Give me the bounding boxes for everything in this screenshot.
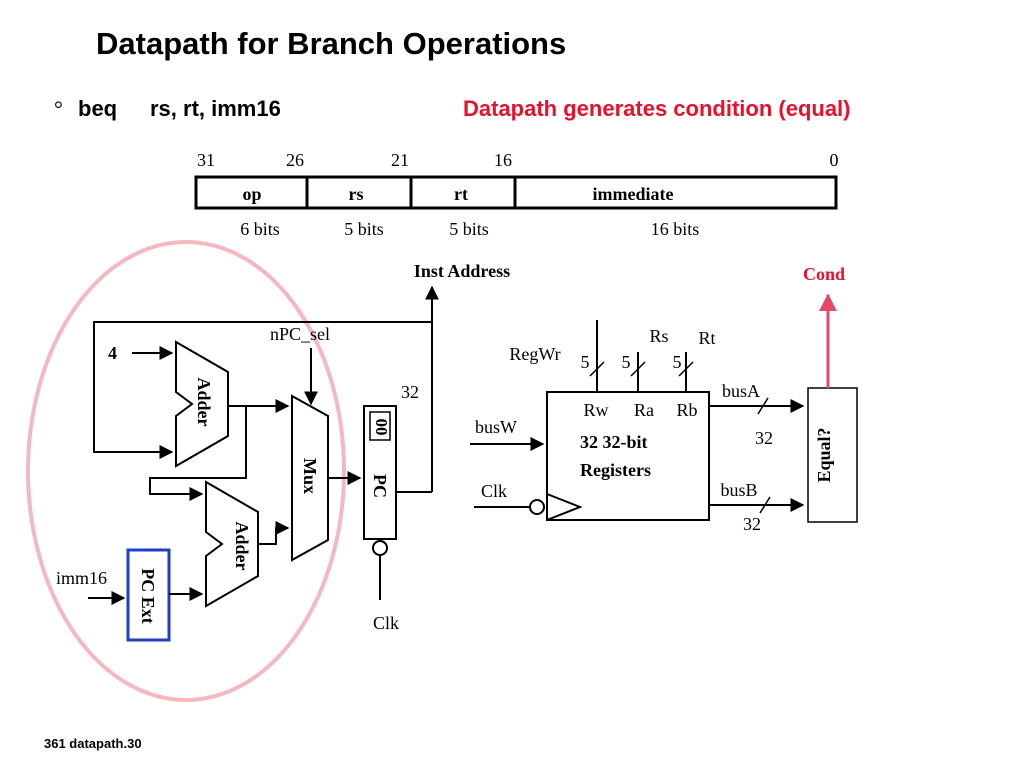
field-rs: rs — [349, 184, 364, 204]
pc-logic: 4 Adder Inst Address Adder imm16 PC Ext — [56, 261, 510, 642]
rw-width-label: 5 — [581, 352, 590, 372]
adder-bottom-label: Adder — [232, 522, 252, 571]
register-file-box — [546, 391, 710, 521]
register-file-title-1: 32 32-bit — [580, 432, 648, 452]
adder-top-shape — [175, 340, 229, 468]
pc-register — [363, 405, 397, 540]
npc-sel-label: nPC_sel — [270, 324, 330, 344]
bit-position-21: 21 — [391, 150, 409, 170]
regfile-clock-bubble — [529, 499, 545, 515]
field-op: op — [242, 184, 261, 204]
condition-note: Datapath generates condition (equal) — [463, 96, 851, 121]
pc-clock-bubble — [372, 540, 388, 556]
bit-position-26: 26 — [286, 150, 304, 170]
pc-clk-label: Clk — [373, 613, 399, 633]
pc-bus-width: 32 — [401, 382, 419, 402]
width-op: 6 bits — [240, 219, 280, 239]
field-immediate: immediate — [593, 184, 674, 204]
highlight-ellipse — [26, 240, 346, 702]
busa-label: busA — [722, 381, 760, 401]
pc-low-bits-box — [369, 411, 391, 441]
width-slash — [589, 361, 605, 377]
slide-footer: 361 datapath.30 — [44, 736, 142, 751]
register-file-title-2: Registers — [580, 460, 651, 480]
width-rt: 5 bits — [449, 219, 489, 239]
instruction-mnemonic: beq — [78, 96, 118, 121]
wire-adder-bottom-to-mux — [258, 521, 290, 545]
ra-width-label: 5 — [622, 352, 631, 372]
wire-to-adder-bottom — [149, 406, 247, 501]
cond-label: Cond — [803, 264, 845, 284]
adder-bottom-shape — [205, 480, 259, 608]
equal-label: Equal? — [814, 427, 834, 482]
busb-label: busB — [720, 480, 757, 500]
register-file: 5 5 5 RegWr Rs Rt Rw Ra Rb 32 32-bit Reg… — [470, 320, 805, 534]
adder-top-label: Adder — [194, 378, 214, 427]
bit-position-31: 31 — [197, 150, 215, 170]
rt-label: Rt — [698, 328, 715, 348]
comparator: Equal? Cond — [803, 264, 858, 523]
regfile-clock-triangle — [546, 493, 583, 521]
pc-low-bits: 00 — [372, 419, 391, 436]
port-ra: Ra — [634, 400, 654, 420]
width-slash — [630, 361, 646, 377]
wire-pc-feedback — [93, 321, 433, 492]
port-rb: Rb — [676, 400, 697, 420]
bit-position-0: 0 — [830, 150, 839, 170]
rs-label: Rs — [649, 326, 668, 346]
rb-width-label: 5 — [673, 352, 682, 372]
regfile-clk-label: Clk — [481, 481, 507, 501]
pc-label: PC — [370, 474, 390, 498]
width-rs: 5 bits — [344, 219, 384, 239]
instruction-operands: rs, rt, imm16 — [150, 96, 281, 121]
busa-width: 32 — [755, 428, 773, 448]
busb-width: 32 — [743, 514, 761, 534]
width-slash — [757, 397, 769, 415]
imm16-label: imm16 — [56, 568, 107, 588]
busw-label: busW — [475, 417, 517, 437]
width-slash — [759, 496, 771, 514]
regwr-label: RegWr — [509, 344, 560, 364]
width-slash — [678, 361, 694, 377]
bit-position-16: 16 — [494, 150, 512, 170]
equal-box — [807, 387, 858, 523]
bullet-marker: ° — [54, 96, 63, 121]
constant-four: 4 — [108, 343, 117, 363]
slide-title: Datapath for Branch Operations — [96, 26, 567, 61]
mux-shape — [291, 394, 329, 562]
field-rt: rt — [454, 184, 468, 204]
instruction-format: 31 26 21 16 0 op rs rt immediate 6 bits … — [194, 150, 839, 239]
mux-label: Mux — [300, 458, 320, 494]
width-immediate: 16 bits — [651, 219, 700, 239]
pc-ext-box — [126, 548, 171, 642]
port-rw: Rw — [583, 400, 608, 420]
pc-ext-label: PC Ext — [138, 568, 158, 624]
inst-address-label: Inst Address — [414, 261, 510, 281]
